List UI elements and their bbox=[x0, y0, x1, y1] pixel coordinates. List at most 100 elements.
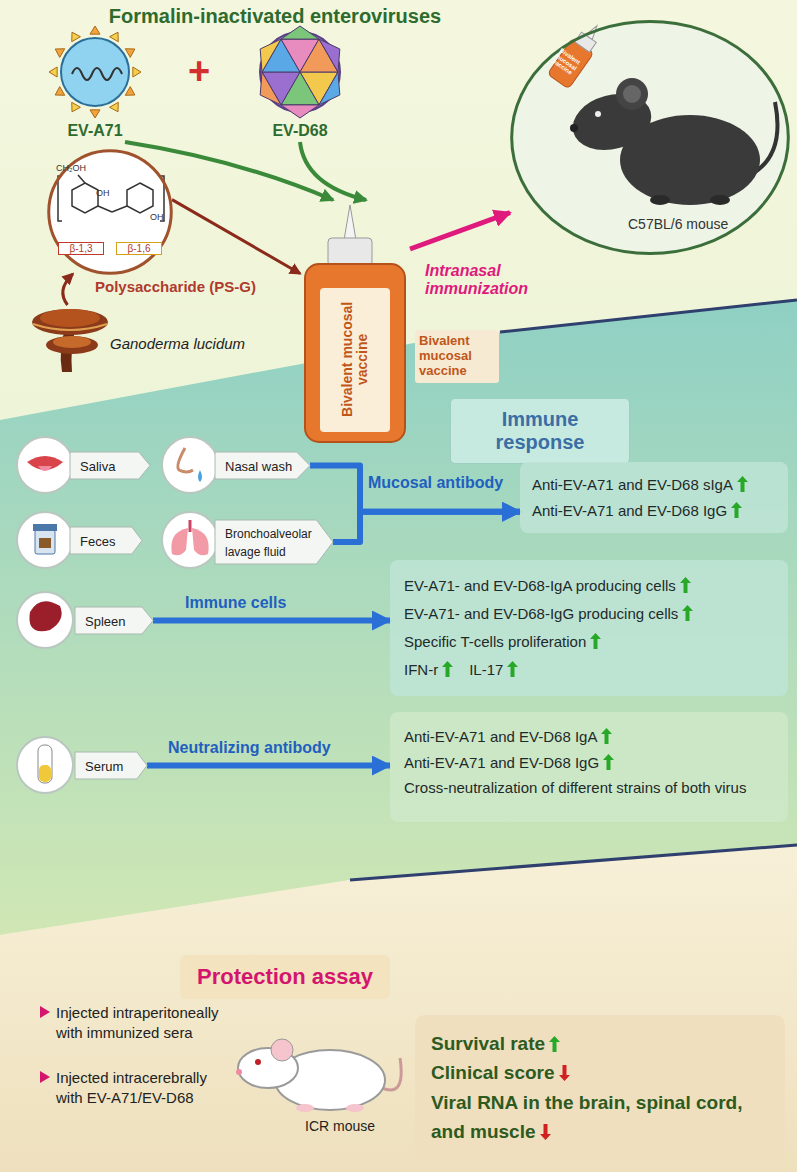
node-text: IFN-r bbox=[404, 661, 438, 678]
illustration-part bbox=[58, 176, 62, 221]
text-line: Viral RNA in the brain, spinal cord, and… bbox=[431, 1088, 769, 1147]
node-text: IL-17 bbox=[469, 661, 503, 678]
connector-arrow bbox=[300, 142, 366, 200]
node-text: Immune response bbox=[496, 408, 585, 453]
chevron bbox=[75, 607, 153, 634]
node-text: EV-A71- and EV-D68-IgA producing cells bbox=[404, 577, 676, 594]
illustration-part bbox=[48, 150, 172, 274]
illustration-part bbox=[566, 78, 777, 205]
illustration-part bbox=[296, 1104, 314, 1112]
text-flow: EV-A71- and EV-D68-IgA producing cellsEV… bbox=[390, 560, 788, 696]
capsid-spike bbox=[72, 102, 81, 112]
arrow-glyph bbox=[590, 633, 601, 649]
illustration-part bbox=[17, 592, 73, 648]
illustration-part bbox=[236, 1039, 401, 1112]
connector-arrow bbox=[172, 200, 300, 274]
chemical-label: CH₂OH bbox=[56, 163, 96, 173]
sample-chevron: Spleen bbox=[75, 607, 153, 634]
node-text: EV-A71 bbox=[45, 122, 145, 140]
node-text: Anti-EV-A71 and EV-D68 IgG bbox=[532, 502, 727, 519]
text-flow: Spleen bbox=[75, 607, 153, 634]
capsid-spike bbox=[49, 67, 57, 77]
arrow-glyph bbox=[601, 728, 612, 744]
vaccine-bottle: Bivalent mucosal vaccineBivalent mucosal… bbox=[300, 200, 410, 445]
increase-arrow bbox=[682, 605, 693, 621]
text-line: Anti-EV-A71 and EV-D68 IgA bbox=[404, 724, 774, 750]
node-text: C57BL/6 mouse bbox=[628, 216, 740, 232]
illustration-part bbox=[98, 206, 112, 212]
text-line: Cross-neutralization of different strain… bbox=[404, 775, 774, 801]
connector-arrow bbox=[333, 512, 520, 542]
chevron bbox=[75, 752, 147, 779]
plus-sign: + bbox=[182, 50, 216, 93]
illustration-part bbox=[49, 26, 141, 118]
illustration-part bbox=[40, 1071, 50, 1083]
section-header: Immune response bbox=[450, 398, 630, 464]
illustration-part bbox=[320, 288, 390, 432]
text-line: Clinical score bbox=[431, 1058, 769, 1087]
illustration-part bbox=[0, 845, 797, 1172]
connector-arrow bbox=[153, 618, 390, 624]
node-text: ICR mouse bbox=[305, 1118, 400, 1134]
increase-arrow bbox=[601, 728, 612, 744]
illustration-part bbox=[255, 1059, 261, 1065]
text-line: EV-A71- and EV-D68-IgA producing cells bbox=[404, 572, 774, 600]
decrease-arrow bbox=[540, 1124, 551, 1140]
illustration-part bbox=[78, 175, 85, 183]
text-line: Anti-EV-A71 and EV-D68 IgG bbox=[404, 750, 774, 776]
connector-label: Mucosal antibody bbox=[368, 474, 518, 492]
node-text: Survival rate bbox=[431, 1033, 545, 1054]
text-line: IFN-r IL-17 bbox=[404, 656, 774, 684]
connector-label: Neutralizing antibody bbox=[168, 739, 353, 757]
node-text: Protection assay bbox=[197, 964, 373, 989]
node-text: Serum bbox=[85, 759, 123, 774]
illustration-part bbox=[32, 309, 108, 372]
illustration-part bbox=[328, 238, 372, 266]
capsid-spike bbox=[133, 67, 141, 77]
connector-arrow bbox=[310, 466, 520, 512]
text-flow: Saliva bbox=[70, 452, 150, 479]
illustration-part bbox=[35, 530, 55, 554]
outline bbox=[49, 151, 172, 274]
increase-arrow bbox=[680, 577, 691, 593]
arrow-glyph bbox=[737, 476, 748, 492]
result-box: Survival rateClinical scoreViral RNA in … bbox=[415, 1015, 785, 1161]
increase-arrow bbox=[737, 476, 748, 492]
node-text: Feces bbox=[80, 534, 115, 549]
capsid-facet bbox=[319, 39, 340, 72]
node-text: β-1,3 bbox=[58, 242, 104, 255]
bullet-note: Injected intracerebrally with EV-A71/EV-… bbox=[56, 1068, 221, 1107]
node-text: Bivalent mucosal vaccine bbox=[340, 294, 371, 424]
text-line: Serum bbox=[85, 757, 131, 775]
node-text: Anti-EV-A71 and EV-D68 IgA bbox=[404, 728, 597, 745]
text-flow: Anti-EV-A71 and EV-D68 IgA Anti-EV-A71 an… bbox=[390, 712, 788, 813]
arrow-glyph bbox=[442, 661, 453, 677]
illustration-part bbox=[260, 26, 340, 118]
mouse-circle: C57BL/6 mouse bbox=[510, 20, 790, 255]
arrow-glyph bbox=[559, 1065, 570, 1081]
illustration-part bbox=[650, 195, 670, 205]
illustration-part bbox=[38, 745, 52, 783]
virus-figure: EV-A71 bbox=[45, 30, 145, 142]
arrow-glyph bbox=[682, 605, 693, 621]
connector-label: Intranasal immunization bbox=[425, 262, 550, 299]
sample-chevron: Nasal wash bbox=[215, 452, 310, 479]
node-text: Clinical score bbox=[431, 1062, 555, 1083]
illustration-part bbox=[39, 538, 51, 548]
text-flow: Protection assay bbox=[180, 955, 390, 999]
text-line: Specific T-cells proliferation bbox=[404, 628, 774, 656]
text-flow: Nasal wash bbox=[215, 452, 310, 479]
illustration-part bbox=[305, 205, 405, 442]
chevron bbox=[70, 527, 142, 554]
text-line: Immune response bbox=[457, 408, 623, 454]
illustration-part bbox=[189, 520, 192, 532]
text-line: Saliva bbox=[80, 457, 134, 475]
arrow-glyph bbox=[540, 1124, 551, 1140]
illustration-part bbox=[344, 205, 356, 240]
connector-arrow bbox=[63, 274, 73, 305]
bullet-note: Injected intraperitoneally with immunize… bbox=[56, 1003, 221, 1042]
illustration-part bbox=[53, 336, 91, 348]
node-text: Saliva bbox=[80, 459, 115, 474]
result-box: Anti-EV-A71 and EV-D68 sIgAAnti-EV-A71 a… bbox=[520, 462, 788, 533]
